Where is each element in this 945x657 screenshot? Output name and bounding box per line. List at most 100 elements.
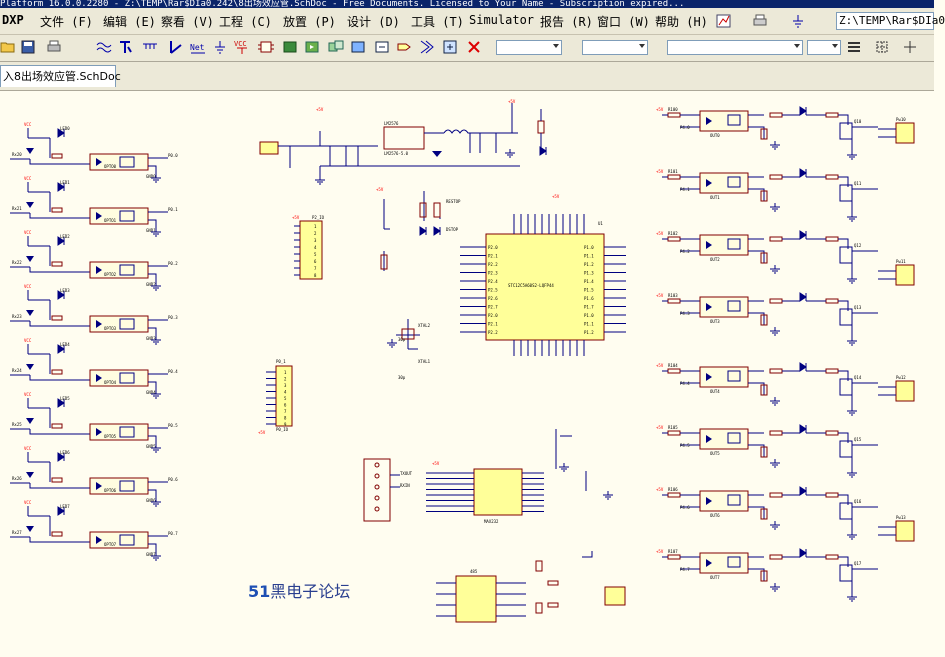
document-tab[interactable]: 入8出场效应管.SchDoc [0,65,121,87]
output-wire [148,481,168,498]
resistor [760,252,768,264]
pin-number: 7 [284,409,287,414]
path-field[interactable]: Z:\TEMP\Rar$DIa0 [836,12,945,30]
menu-help[interactable]: 帮助 (H) [655,15,708,29]
menu-view[interactable]: 察看 (V) [161,15,214,29]
save-icon[interactable] [20,39,36,55]
mcu-pin-label: P1.1 [584,254,594,259]
menu-window[interactable]: 窗口 (W) [597,15,650,29]
port-icon[interactable] [396,39,412,55]
dxp-menu[interactable]: DXP [2,13,24,27]
print-icon[interactable] [46,39,62,55]
vcc-label: +5V [656,293,664,298]
directive-icon[interactable] [418,39,434,55]
chart-icon[interactable] [716,13,732,29]
output-optocoupler [699,172,749,194]
menu-design[interactable]: 设计 (D) [347,15,400,29]
diode-symbol [26,202,34,208]
terminal-wire [878,386,896,396]
port-label: P4.0 [680,125,690,130]
menu-tools[interactable]: 工具 (T) [411,15,464,29]
vcc-label: +5V [656,231,664,236]
component-icon[interactable] [258,39,274,55]
pin-number: 2 [284,377,287,382]
net-label: RXIN [400,483,410,488]
resistor [769,298,783,304]
pin-number: 3 [284,383,287,388]
vcc-port-icon[interactable]: VCC [234,39,250,55]
opto-led [96,536,102,544]
resistor [769,492,783,498]
input-line [10,482,90,489]
close-x-icon[interactable] [466,39,482,55]
led-symbol [799,292,807,302]
net-label-icon[interactable]: Net [190,39,206,55]
resistor [760,508,768,520]
output-wire [148,373,168,390]
mosfet-drain-wire [851,188,878,213]
resistor [667,368,681,374]
mosfet-ref: Q14 [854,375,862,380]
no-erc-icon[interactable] [442,39,458,55]
menu-edit[interactable]: 编辑 (E) [103,15,156,29]
optocoupler-label: OPTO1 [104,218,117,223]
ground-dropdown-icon[interactable] [790,13,806,29]
resistor [667,430,681,436]
filter-combo-3[interactable] [667,40,803,55]
net-label: RESTOP [446,199,461,204]
svg-text:Net: Net [190,43,205,52]
filter-combo-2[interactable] [582,40,648,55]
led-ref: LED2 [60,234,70,239]
opto-transistor [727,300,741,312]
port-label: P0.4 [168,369,178,374]
opto-led [706,497,712,505]
harness-icon[interactable] [350,39,366,55]
bus-entry-icon[interactable] [142,39,158,55]
open-folder-icon[interactable] [0,39,16,55]
filter-combo-1[interactable] [496,40,562,55]
gnd-port-icon[interactable] [212,39,228,55]
opto-transistor [727,432,741,444]
ground-symbol [770,327,780,336]
bus-icon[interactable] [118,39,134,55]
header-ref: P0_IO [276,427,289,432]
menu-project[interactable]: 工程 (C) [219,15,272,29]
grid-icon[interactable] [874,39,890,55]
pull-resistor [419,202,427,218]
menu-place[interactable]: 放置 (P) [283,15,336,29]
output-wire [148,211,168,228]
input-line [10,158,90,165]
menu-file[interactable]: 文件 (F) [40,15,93,29]
align-icon[interactable] [846,39,862,55]
terminal-wire [878,270,896,280]
sheet-entry-icon[interactable] [304,39,320,55]
menu-reports[interactable]: 报告 (R) [540,15,593,29]
sheet-symbol-icon[interactable] [282,39,298,55]
resistor [825,492,839,498]
resistor [51,315,63,321]
resistor [535,602,543,614]
wire-icon[interactable] [96,39,112,55]
resistor [760,190,768,202]
pin-number: 5 [284,396,287,401]
ground-symbol [315,176,325,185]
led-symbol [799,106,807,116]
led-symbol [57,290,65,300]
harness-connector-icon[interactable] [374,39,390,55]
vcc-label: VCC [24,446,32,451]
mcu-pin-label: P2.2 [488,330,498,335]
vcc-label: VCC [24,122,32,127]
optocoupler-label: OPTO3 [104,326,117,331]
led-symbol [57,182,65,192]
device-sheet-icon[interactable] [328,39,344,55]
resistor [825,554,839,560]
filter-combo-4[interactable] [807,40,841,55]
snap-icon[interactable] [902,39,918,55]
ground-symbol [505,149,515,158]
bus-branch-icon[interactable] [168,39,184,55]
menu-simulator[interactable]: Simulator [469,13,535,27]
printer-dropdown-icon[interactable] [752,13,768,29]
max232-body [473,468,523,516]
port-label: P4.3 [680,311,690,316]
